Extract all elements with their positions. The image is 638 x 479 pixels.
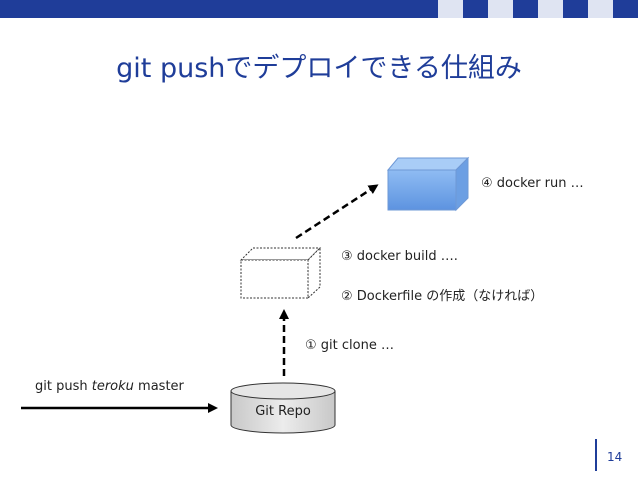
git-repo-label: Git Repo [255,404,311,419]
label-docker-build: ③ docker build …. [341,249,458,264]
stripe-dark [463,0,488,18]
label-docker-run: ④ docker run … [481,176,584,191]
label-dockerfile: ② Dockerfile の作成（なければ） [341,289,544,304]
page-number: 14 [607,450,623,464]
label-git-push: git push teroku master [35,379,184,394]
git-repo-cylinder [230,382,336,434]
image-cube [239,246,322,300]
stripe-light [538,0,563,18]
stripe-dark [563,0,588,18]
label-git-clone: ① git clone … [305,338,394,353]
arrow-docker-run [295,184,379,240]
stripe-light [438,0,463,18]
stripe-light [588,0,613,18]
push-prefix: git push [35,379,92,394]
stripe-dark [613,0,638,18]
page-title: git pushでデプロイできる仕組み [116,53,522,84]
top-stripe-bar [0,0,638,18]
push-remote-name: teroku [91,379,134,394]
push-suffix: master [133,379,184,394]
page-number-bar [595,439,597,471]
stripe-dark [513,0,538,18]
stripe-dark [0,0,438,18]
stripe-light [488,0,513,18]
running-container-cube [386,156,470,212]
